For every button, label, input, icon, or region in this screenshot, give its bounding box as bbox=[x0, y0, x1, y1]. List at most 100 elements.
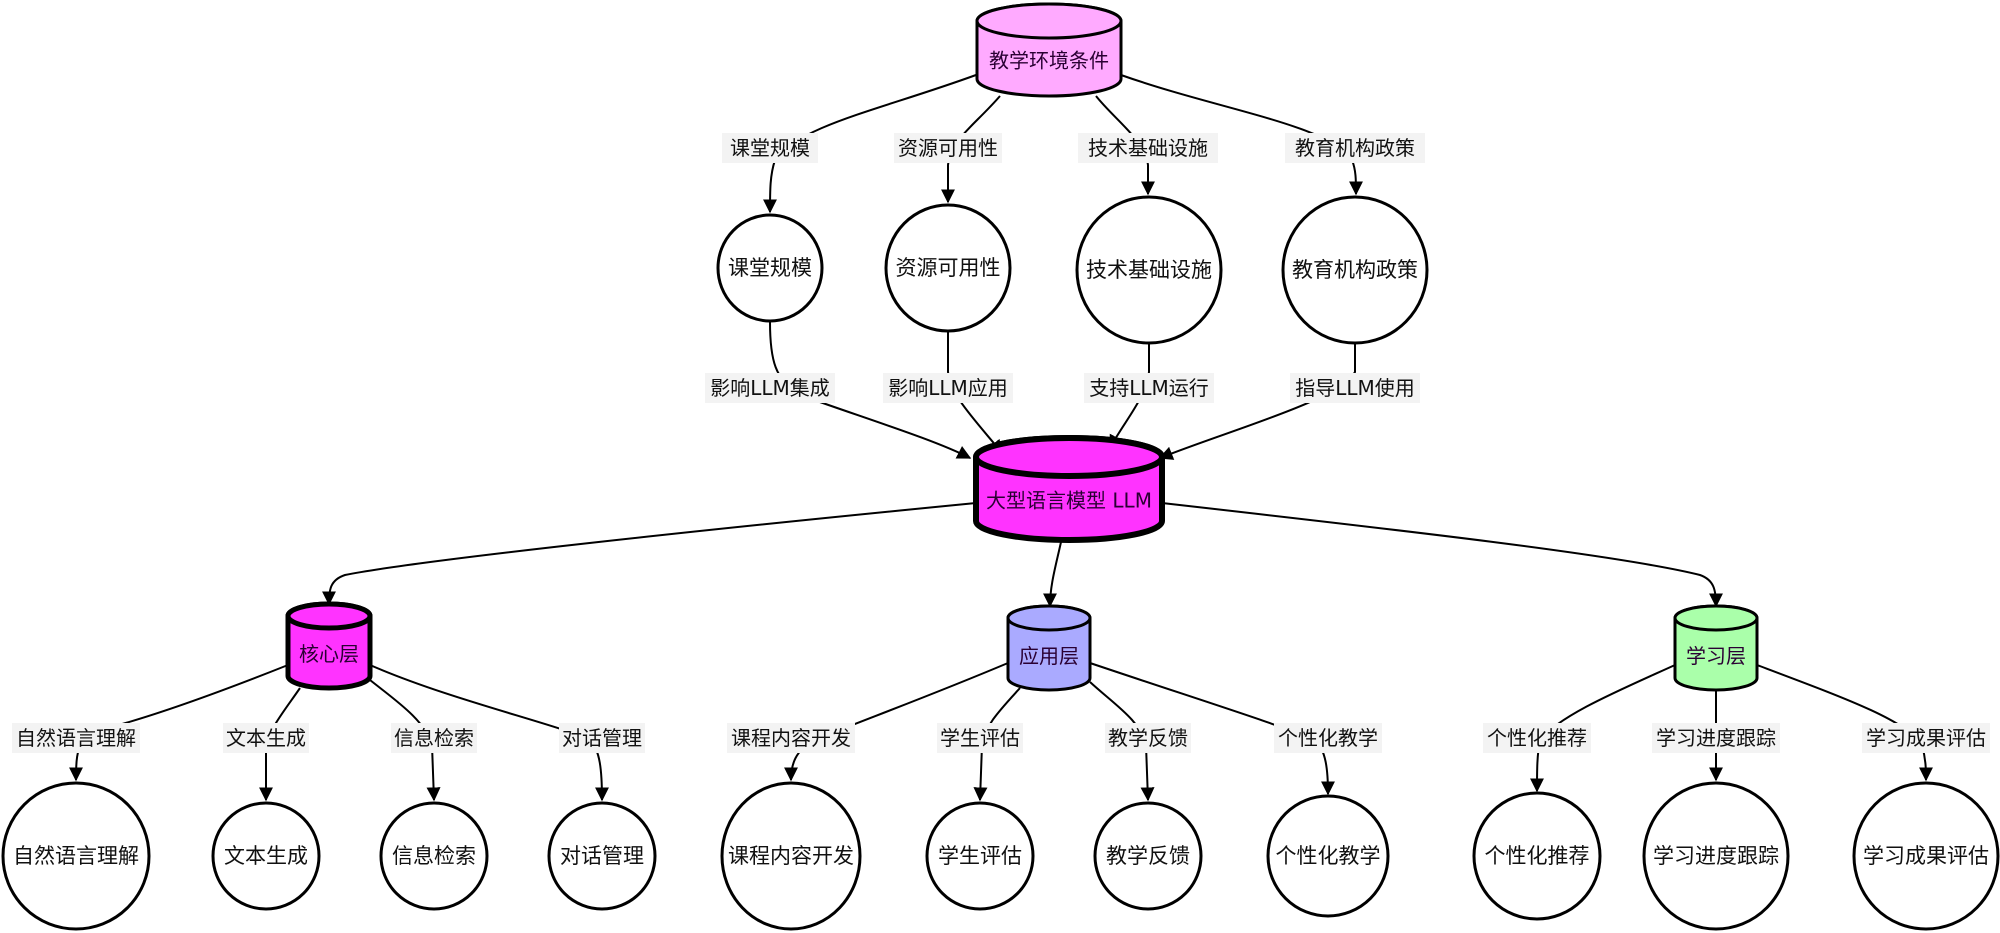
edge-label: 个性化推荐 bbox=[1483, 723, 1591, 753]
edge-label-background bbox=[12, 723, 140, 753]
edge-label: 信息检索 bbox=[391, 723, 477, 753]
node-learn[interactable]: 学习层 bbox=[1673, 604, 1759, 692]
edge-label-background bbox=[883, 373, 1013, 403]
circle-shape bbox=[379, 801, 489, 911]
edge-label-background bbox=[1105, 723, 1191, 753]
cylinder-top bbox=[973, 435, 1165, 479]
edge-label-text: 影响LLM应用 bbox=[888, 376, 1008, 400]
circle-shape bbox=[1852, 781, 2000, 931]
circle-shape bbox=[884, 203, 1012, 333]
edge-label-text: 对话管理 bbox=[562, 726, 642, 750]
cylinder-top bbox=[975, 2, 1123, 40]
node-label: 个性化教学 bbox=[1276, 844, 1381, 868]
node-nlu[interactable]: 自然语言理解 bbox=[1, 781, 151, 931]
node-env[interactable]: 教学环境条件 bbox=[975, 2, 1123, 98]
edge-label-text: 支持LLM运行 bbox=[1089, 376, 1209, 400]
node-label: 学习层 bbox=[1686, 644, 1746, 668]
node-label: 大型语言模型 LLM bbox=[986, 489, 1152, 513]
node-personal_teach[interactable]: 个性化教学 bbox=[1266, 794, 1390, 918]
node-classroom[interactable]: 课堂规模 bbox=[716, 213, 824, 323]
node-app[interactable]: 应用层 bbox=[1006, 604, 1092, 692]
edge-label: 学习进度跟踪 bbox=[1652, 723, 1780, 753]
circle-shape bbox=[925, 801, 1035, 911]
node-course[interactable]: 课程内容开发 bbox=[720, 781, 862, 931]
node-label: 课程内容开发 bbox=[728, 844, 854, 868]
node-label: 教学反馈 bbox=[1106, 844, 1190, 868]
edge-label-text: 课程内容开发 bbox=[731, 726, 851, 750]
edge-llm-to-app bbox=[1043, 541, 1062, 608]
circle-shape bbox=[211, 801, 321, 911]
circle-shape bbox=[1093, 801, 1203, 911]
node-label: 学习进度跟踪 bbox=[1653, 844, 1779, 868]
node-label: 文本生成 bbox=[224, 844, 308, 868]
edge-label-background bbox=[1862, 723, 1990, 753]
node-progress[interactable]: 学习进度跟踪 bbox=[1642, 781, 1790, 931]
node-label: 对话管理 bbox=[560, 844, 644, 868]
edge-llm-to-learn bbox=[1161, 502, 1723, 608]
edge-label-background bbox=[705, 373, 835, 403]
edge-label-text: 影响LLM集成 bbox=[710, 376, 830, 400]
node-label: 个性化推荐 bbox=[1485, 844, 1590, 868]
circle-shape bbox=[716, 213, 824, 323]
node-label: 应用层 bbox=[1019, 644, 1079, 668]
cylinder-top bbox=[1673, 604, 1759, 632]
edge-label-background bbox=[559, 723, 645, 753]
edge-core-to-nlu bbox=[69, 664, 289, 782]
node-textgen[interactable]: 文本生成 bbox=[211, 801, 321, 911]
node-recommend[interactable]: 个性化推荐 bbox=[1472, 791, 1602, 921]
edge-llm-to-core bbox=[322, 502, 977, 606]
edge-label-text: 信息检索 bbox=[394, 726, 474, 750]
node-assess[interactable]: 学生评估 bbox=[925, 801, 1035, 911]
node-retrieval[interactable]: 信息检索 bbox=[379, 801, 489, 911]
node-infra[interactable]: 技术基础设施 bbox=[1075, 195, 1223, 345]
edge-label-text: 资源可用性 bbox=[898, 136, 998, 160]
circle-shape bbox=[1281, 195, 1429, 345]
edge-label-text: 文本生成 bbox=[226, 726, 306, 750]
edge-label-background bbox=[727, 723, 855, 753]
circle-shape bbox=[1472, 791, 1602, 921]
edge-label: 学习成果评估 bbox=[1862, 723, 1990, 753]
edge-label: 个性化教学 bbox=[1274, 723, 1382, 753]
cylinder-top bbox=[285, 601, 373, 631]
node-dialog[interactable]: 对话管理 bbox=[547, 801, 657, 911]
node-core[interactable]: 核心层 bbox=[285, 601, 373, 691]
edge-label-background bbox=[1285, 133, 1425, 163]
edge-label: 课堂规模 bbox=[722, 133, 818, 163]
edge-label: 指导LLM使用 bbox=[1290, 373, 1420, 403]
edge-label-background bbox=[1652, 723, 1780, 753]
edge-label: 文本生成 bbox=[223, 723, 309, 753]
edge-learn-to-outcome bbox=[1756, 664, 1933, 782]
edge-label: 学生评估 bbox=[937, 723, 1023, 753]
cylinder-top bbox=[1006, 604, 1092, 632]
edge-label-text: 指导LLM使用 bbox=[1295, 376, 1415, 400]
node-resources[interactable]: 资源可用性 bbox=[884, 203, 1012, 333]
edge-label-text: 个性化推荐 bbox=[1487, 726, 1587, 750]
edges-layer bbox=[69, 74, 1933, 802]
edge-label-background bbox=[1084, 373, 1214, 403]
node-label: 技术基础设施 bbox=[1086, 258, 1212, 282]
node-feedback[interactable]: 教学反馈 bbox=[1093, 801, 1203, 911]
node-policy[interactable]: 教育机构政策 bbox=[1281, 195, 1429, 345]
edge-label-background bbox=[1078, 133, 1218, 163]
edge-label: 自然语言理解 bbox=[12, 723, 140, 753]
node-label: 教育机构政策 bbox=[1292, 258, 1418, 282]
edge-label-text: 学生评估 bbox=[940, 726, 1020, 750]
edge-label-text: 教育机构政策 bbox=[1295, 136, 1415, 160]
edge-label: 课程内容开发 bbox=[727, 723, 855, 753]
node-label: 资源可用性 bbox=[896, 256, 1001, 280]
circle-shape bbox=[1642, 781, 1790, 931]
edge-label-text: 学习成果评估 bbox=[1866, 726, 1986, 750]
edge-label-background bbox=[937, 723, 1023, 753]
edge-label-background bbox=[894, 133, 1002, 163]
node-llm[interactable]: 大型语言模型 LLM bbox=[973, 435, 1165, 543]
edge-label-text: 课堂规模 bbox=[730, 136, 810, 160]
edge-label-text: 学习进度跟踪 bbox=[1656, 726, 1776, 750]
node-label: 学生评估 bbox=[938, 844, 1022, 868]
node-label: 核心层 bbox=[299, 642, 359, 666]
node-label: 信息检索 bbox=[392, 844, 476, 868]
node-outcome[interactable]: 学习成果评估 bbox=[1852, 781, 2000, 931]
edge-label: 技术基础设施 bbox=[1078, 133, 1218, 163]
circle-shape bbox=[720, 781, 862, 931]
